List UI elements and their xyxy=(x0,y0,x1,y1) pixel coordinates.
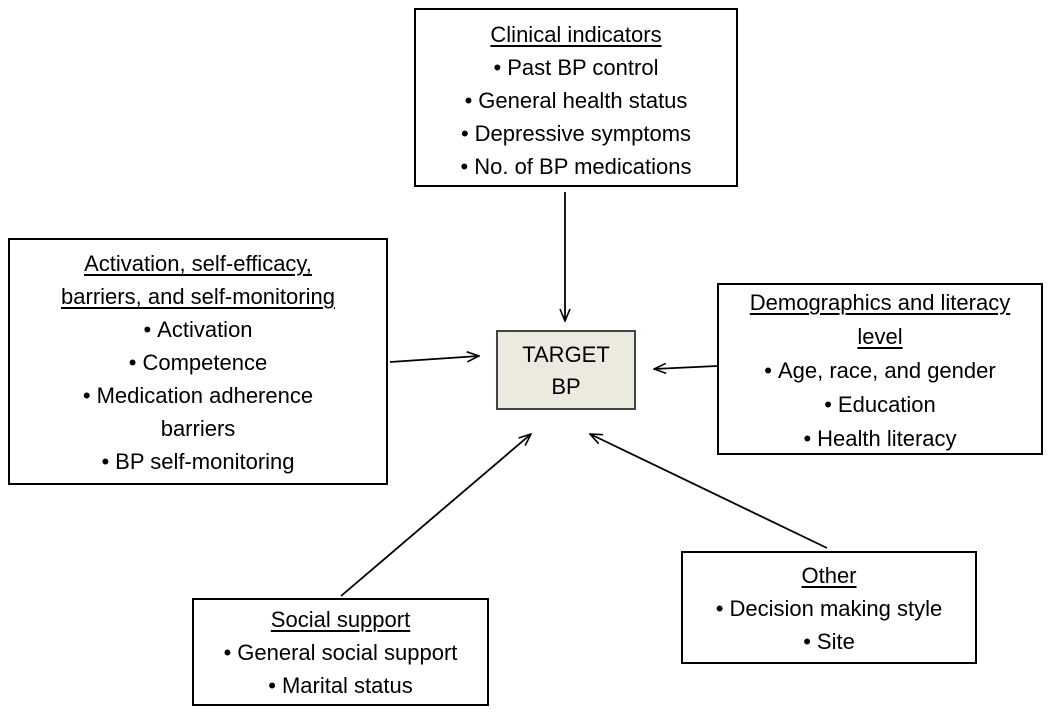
clinical-indicators-title: Clinical indicators xyxy=(490,22,662,47)
arrow-demographics-to-target xyxy=(654,366,718,369)
target-bp-line-1: TARGET xyxy=(522,342,610,367)
list-item: No. of BP medications xyxy=(416,150,736,183)
other-list: Decision making style Site xyxy=(683,592,975,658)
demographics-title-line-1: Demographics and literacy xyxy=(749,290,1011,315)
arrow-activation-to-target xyxy=(389,356,479,363)
list-item: Education xyxy=(719,388,1041,422)
list-item: Health literacy xyxy=(719,422,1041,456)
list-item: Past BP control xyxy=(416,51,736,84)
activation-box: Activation, self-efficacy, barriers, and… xyxy=(8,238,388,485)
list-item: General social support xyxy=(194,636,487,669)
list-item: Age, race, and gender xyxy=(719,354,1041,388)
social-support-box: Social support General social support Ma… xyxy=(192,598,489,706)
clinical-indicators-box: Clinical indicators Past BP control Gene… xyxy=(414,8,738,187)
social-support-list: General social support Marital status xyxy=(194,636,487,702)
list-item: Decision making style xyxy=(683,592,975,625)
demographics-title: Demographics and literacy level xyxy=(719,286,1041,354)
activation-title-line-1: Activation, self-efficacy, xyxy=(84,251,312,276)
activation-list: Activation Competence Medication adheren… xyxy=(10,313,386,478)
demographics-title-line-2: level xyxy=(857,324,903,349)
arrow-other-to-target xyxy=(590,434,828,549)
activation-title: Activation, self-efficacy, barriers, and… xyxy=(10,247,386,313)
clinical-indicators-list: Past BP control General health status De… xyxy=(416,51,736,183)
demographics-list: Age, race, and gender Education Health l… xyxy=(719,354,1041,456)
demographics-box: Demographics and literacy level Age, rac… xyxy=(717,283,1043,455)
list-item: Marital status xyxy=(194,669,487,702)
arrow-social-to-target xyxy=(340,434,531,597)
social-support-title: Social support xyxy=(270,607,411,632)
list-item: Activation xyxy=(10,313,386,346)
other-title: Other xyxy=(801,563,857,588)
list-item: General health status xyxy=(416,84,736,117)
list-item: Site xyxy=(683,625,975,658)
target-bp-box: TARGET BP xyxy=(496,330,636,410)
list-item: Competence xyxy=(10,346,386,379)
target-bp-line-2: BP xyxy=(551,374,581,399)
list-item: Depressive symptoms xyxy=(416,117,736,150)
list-item: Medication adherence barriers xyxy=(10,379,386,445)
other-box: Other Decision making style Site xyxy=(681,551,977,664)
list-item: BP self-monitoring xyxy=(10,445,386,478)
activation-title-line-2: barriers, and self-monitoring xyxy=(61,284,335,309)
